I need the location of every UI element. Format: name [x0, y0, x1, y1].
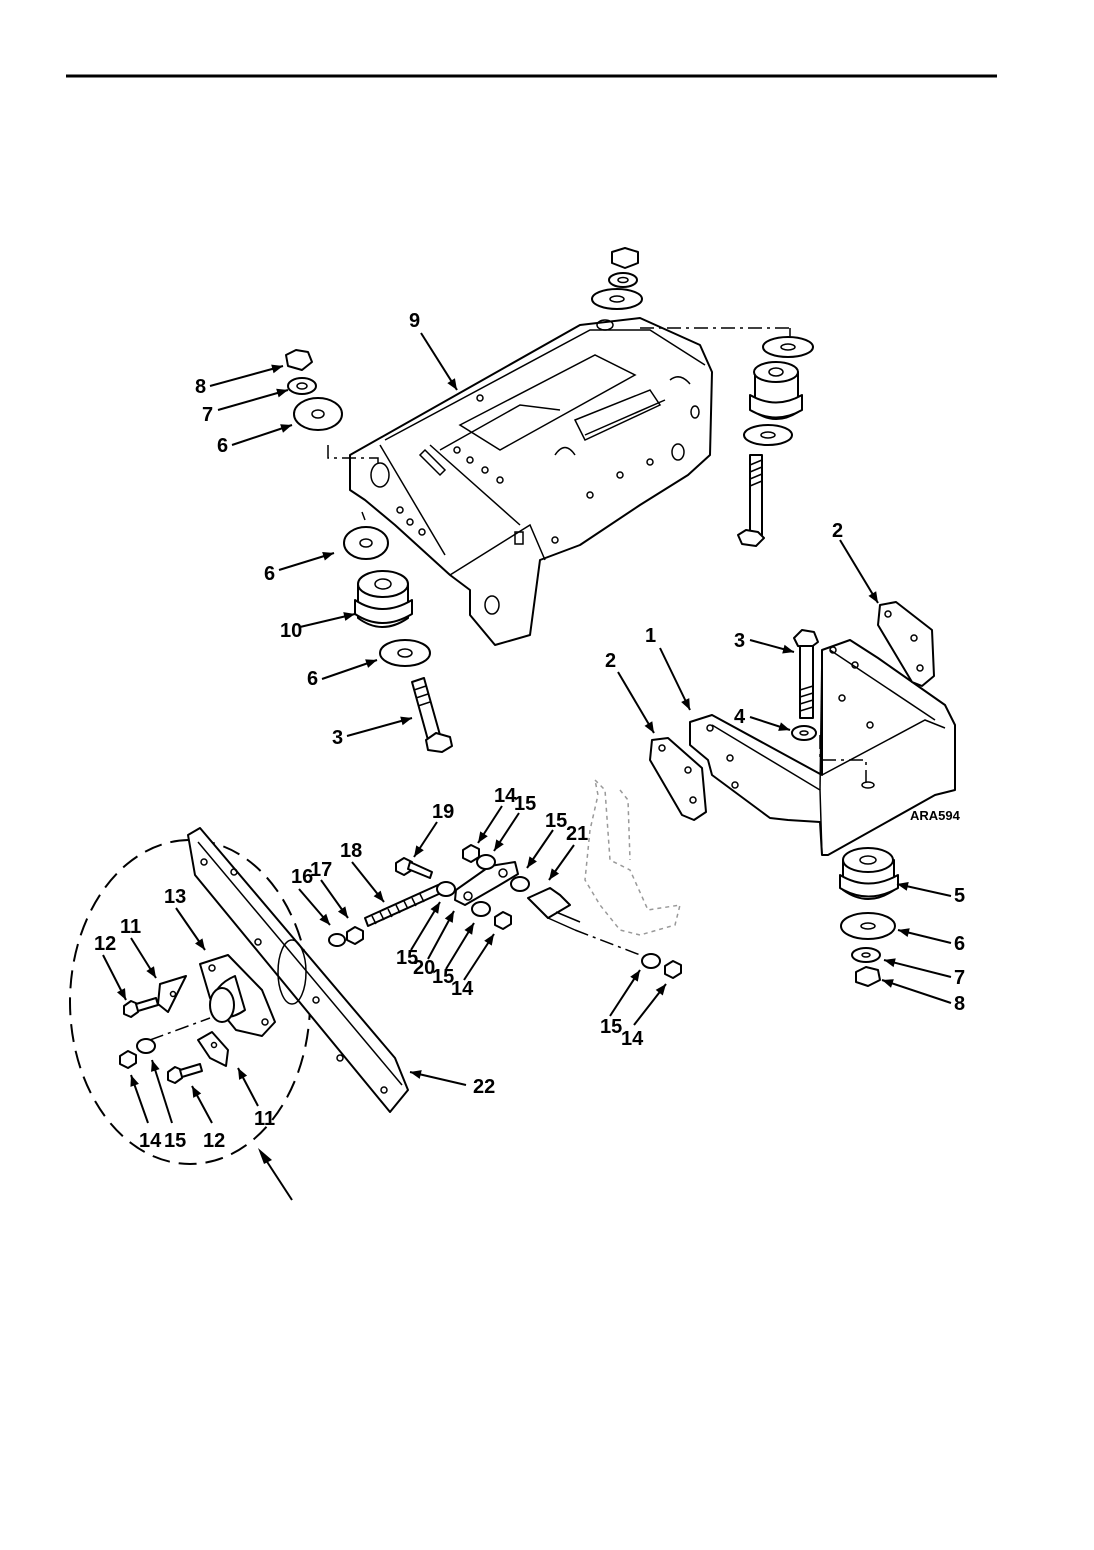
callout-3: 3 [734, 630, 745, 652]
callout-4: 4 [734, 706, 746, 728]
callout-7: 7 [202, 404, 213, 426]
callout-10: 10 [280, 620, 302, 642]
callout-22: 22 [473, 1076, 495, 1098]
leader-arrowhead [338, 906, 348, 918]
leader-arrowhead [400, 717, 412, 726]
callout-1: 1 [645, 625, 656, 647]
callout-5: 5 [954, 885, 965, 907]
leader-arrowhead [414, 845, 424, 857]
leader-arrowhead [430, 902, 440, 914]
leader-arrowhead [195, 938, 205, 950]
leader-arrowhead [276, 389, 288, 398]
leader-arrowhead [630, 970, 640, 982]
leader-arrowhead [280, 424, 292, 433]
detail-view [70, 828, 408, 1164]
callout-8: 8 [195, 376, 206, 398]
callout-15: 15 [545, 810, 567, 832]
leader-arrowhead [778, 722, 790, 731]
callout-18: 18 [340, 840, 362, 862]
callout-6: 6 [954, 933, 965, 955]
figure-id-label: ARA594 [910, 808, 961, 823]
callout-14: 14 [621, 1028, 644, 1050]
callout-15: 15 [514, 793, 536, 815]
leader-arrowhead [447, 378, 457, 390]
callout-12: 12 [94, 933, 116, 955]
leader-arrowhead [782, 645, 794, 654]
callout-2: 2 [832, 520, 843, 542]
leader-arrowhead [151, 1060, 160, 1072]
callout-14: 14 [451, 978, 474, 1000]
leader-arrowhead [882, 979, 894, 988]
callout-6: 6 [307, 668, 318, 690]
callout-21: 21 [566, 823, 588, 845]
leader-arrowhead [549, 868, 559, 880]
leader-arrowhead [494, 839, 504, 851]
leader-arrowhead [322, 552, 334, 561]
callout-15: 15 [164, 1130, 186, 1152]
leader-arrowhead [868, 591, 878, 603]
callout-6: 6 [264, 563, 275, 585]
callout-19: 19 [432, 801, 454, 823]
callout-3: 3 [332, 727, 343, 749]
leader-arrowhead [464, 923, 474, 935]
leader-arrowhead [478, 831, 488, 843]
callout-12: 12 [203, 1130, 225, 1152]
callout-15: 15 [600, 1016, 622, 1038]
adjuster-linkage [329, 780, 681, 978]
right-bolt-washer [792, 630, 818, 740]
callout-11: 11 [120, 916, 141, 938]
callout-6: 6 [217, 435, 228, 457]
callout-2: 2 [605, 650, 616, 672]
leader-line [840, 540, 878, 603]
leader-arrowhead [527, 856, 537, 868]
callout-7: 7 [954, 967, 965, 989]
callout-13: 13 [164, 886, 186, 908]
leader-arrowhead [645, 721, 654, 733]
callout-14: 14 [139, 1130, 162, 1152]
leader-line [210, 366, 283, 386]
callout-11: 11 [254, 1108, 275, 1130]
callout-9: 9 [409, 310, 420, 332]
leader-arrowhead [365, 659, 377, 668]
callout-8: 8 [954, 993, 965, 1015]
leader-arrowhead [271, 365, 283, 374]
leader-arrowhead [146, 966, 156, 978]
leader-arrowhead [484, 934, 494, 946]
callout-17: 17 [310, 859, 332, 881]
leader-arrowhead [130, 1075, 138, 1087]
lower-isolator-stack [840, 848, 898, 986]
